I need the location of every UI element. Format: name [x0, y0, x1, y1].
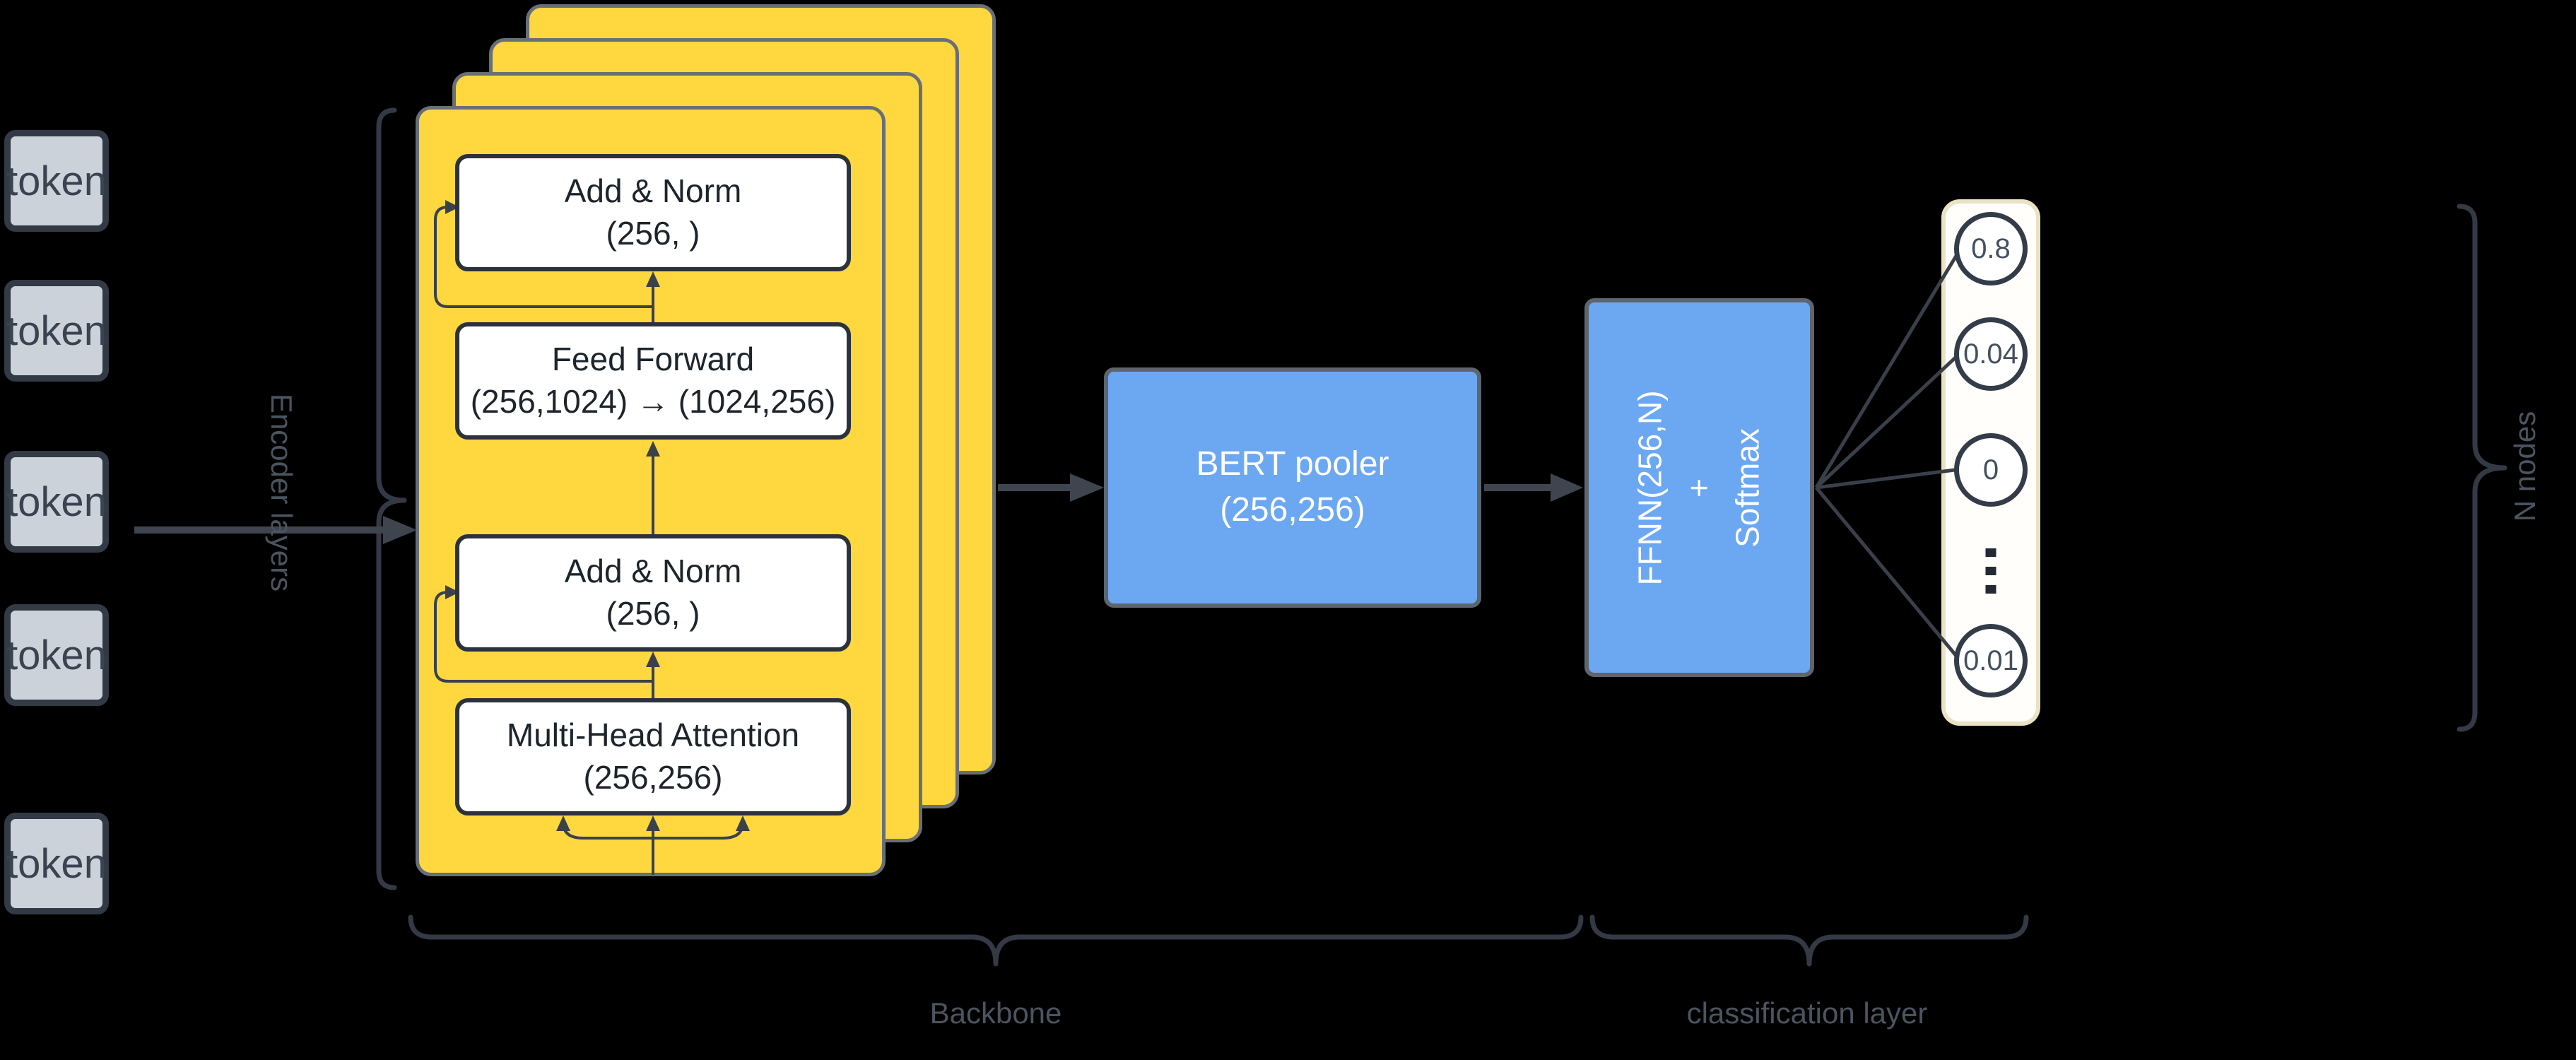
- block-shape: (256,256): [583, 759, 723, 796]
- output-node: 0.04: [1954, 317, 2028, 391]
- add-norm-block-bottom: Add & Norm (256, ): [455, 534, 851, 652]
- token-box: token: [4, 280, 109, 382]
- pooler-title: BERT pooler: [1196, 445, 1389, 483]
- feed-forward-block: Feed Forward (256,1024) → (1024,256): [455, 322, 851, 440]
- plus-sign: +: [1681, 478, 1717, 497]
- add-norm-block-top: Add & Norm (256, ): [455, 154, 851, 271]
- encoder-layers-label: Encoder layers: [265, 393, 298, 592]
- output-node: 0.01: [1954, 624, 2028, 697]
- n-nodes-brace: [2457, 204, 2507, 732]
- encoder-layers-brace: [376, 107, 407, 890]
- token-box: token: [4, 813, 109, 914]
- block-title: Add & Norm: [564, 553, 742, 590]
- bert-pooler-box: BERT pooler (256,256): [1104, 367, 1481, 608]
- backbone-brace: [408, 914, 1584, 967]
- encoder-to-pooler-arrow: [998, 473, 1104, 502]
- multi-head-attention-block: Multi-Head Attention (256,256): [455, 698, 851, 815]
- output-node: 0: [1954, 433, 2028, 507]
- block-shape: (256, ): [606, 595, 700, 632]
- pooler-to-classifier-arrow: [1484, 473, 1583, 502]
- n-nodes-label: N nodes: [2508, 411, 2541, 522]
- backbone-label: Backbone: [929, 996, 1062, 1030]
- block-title: Feed Forward: [551, 341, 755, 378]
- token-box: token: [4, 604, 109, 706]
- classification-brace: [1589, 914, 2029, 967]
- pooler-shape: (256,256): [1220, 491, 1365, 529]
- classifier-fanout-lines: [1814, 254, 1958, 657]
- output-node: 0.8: [1954, 212, 2028, 285]
- ffnn-softmax-box: FFNN(256,N) + Softmax: [1584, 298, 1814, 677]
- block-title: Add & Norm: [564, 172, 742, 210]
- softmax-line: Softmax: [1729, 428, 1766, 548]
- block-shape: (256,1024) → (1024,256): [470, 383, 836, 420]
- vertical-ellipsis: [1985, 548, 1996, 594]
- block-title: Multi-Head Attention: [506, 717, 800, 754]
- ffnn-line: FFNN(256,N): [1632, 389, 1669, 586]
- token-box: token: [4, 451, 109, 553]
- classification-layer-label: classification layer: [1686, 996, 1928, 1030]
- block-shape: (256, ): [606, 215, 700, 252]
- token-box: token: [4, 130, 109, 232]
